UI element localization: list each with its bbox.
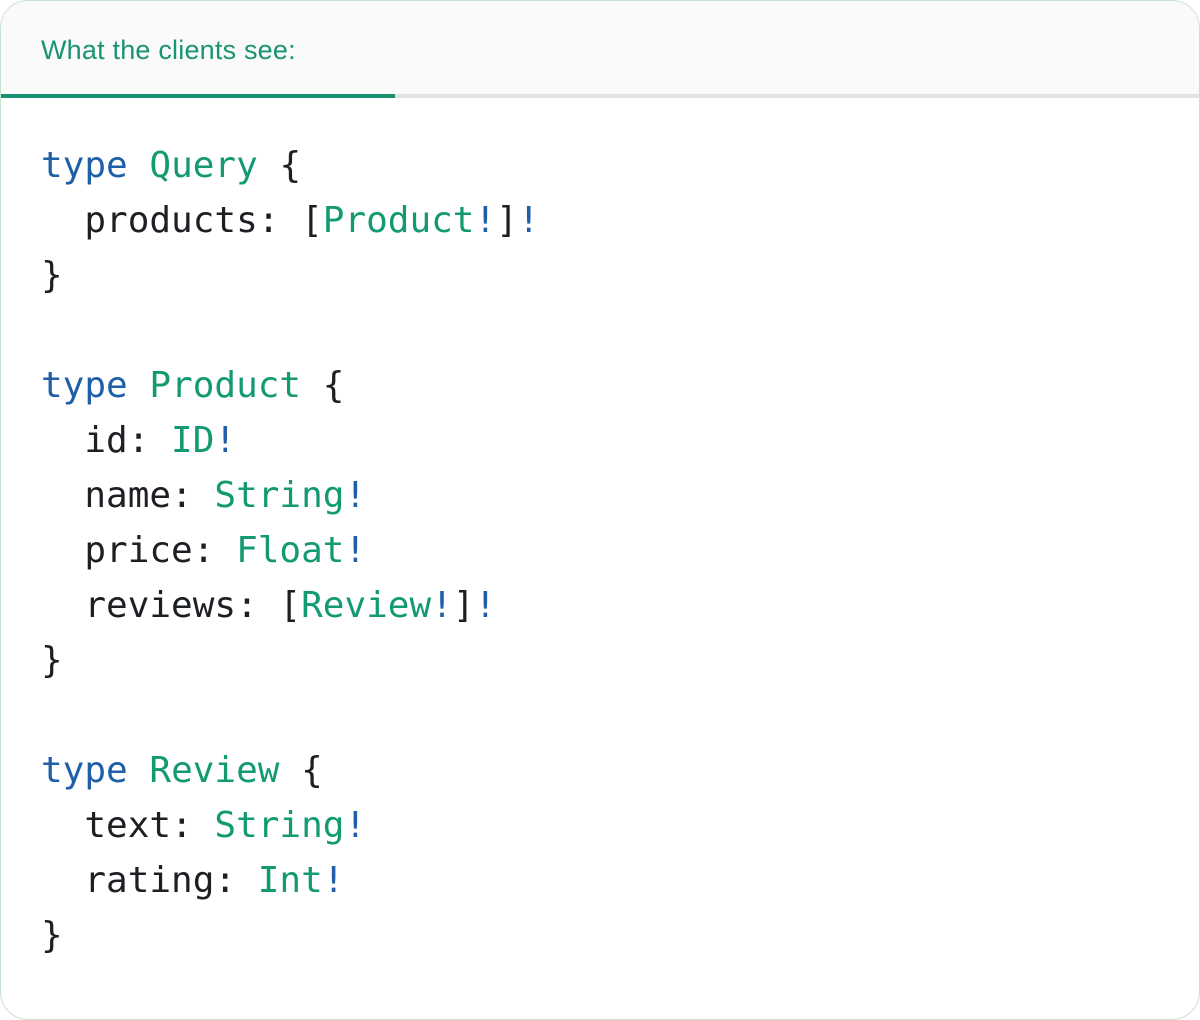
code-token-kw: type — [41, 365, 128, 406]
code-line: id: ID! — [41, 413, 1199, 468]
code-line: rating: Int! — [41, 853, 1199, 908]
code-token-bg: ! — [474, 200, 497, 241]
code-line: reviews: [Review!]! — [41, 578, 1199, 633]
code-token-pl: } — [41, 255, 63, 296]
code-token-kw: type — [41, 145, 128, 186]
code-token-pl: { — [257, 145, 302, 186]
code-token-pl — [128, 365, 150, 406]
code-token-pl: id: — [41, 420, 172, 461]
code-token-ty: Product — [322, 200, 475, 241]
code-token-pl: } — [41, 915, 63, 956]
code-token-bg: ! — [431, 585, 453, 626]
code-line: text: String! — [41, 798, 1199, 853]
code-token-bg: ! — [344, 475, 367, 516]
code-token-pl: ] — [452, 585, 475, 626]
code-token-pl: text: — [41, 805, 215, 846]
code-token-pl: price: — [41, 530, 237, 571]
code-token-bg: ! — [517, 200, 540, 241]
code-line: } — [41, 248, 1199, 303]
code-token-pl: products: [ — [41, 200, 323, 241]
code-block: type Query { products: [Product!]!} type… — [1, 98, 1199, 963]
code-token-ty: Review — [301, 585, 432, 626]
code-token-bg: ! — [322, 860, 345, 901]
code-token-ty: Float — [236, 530, 345, 571]
tab-rule — [1, 94, 1199, 98]
code-token-bg: ! — [214, 420, 237, 461]
code-token-ty: Review — [149, 750, 280, 791]
code-token-pl: name: — [41, 475, 215, 516]
code-token-pl: { — [279, 750, 323, 791]
code-token-bg: ! — [474, 585, 497, 626]
code-token-ty: Int — [257, 860, 323, 901]
active-tab-indicator — [1, 94, 395, 98]
code-token-pl — [128, 750, 150, 791]
tab-what-clients-see[interactable]: What the clients see: — [1, 29, 296, 66]
code-line: type Query { — [41, 138, 1199, 193]
code-line — [41, 303, 1199, 358]
code-token-bg: ! — [344, 805, 367, 846]
code-token-pl — [128, 145, 150, 186]
code-line: } — [41, 633, 1199, 688]
code-line: products: [Product!]! — [41, 193, 1199, 248]
code-line: price: Float! — [41, 523, 1199, 578]
code-line: type Product { — [41, 358, 1199, 413]
code-token-ty: Product — [149, 365, 302, 406]
code-line — [41, 688, 1199, 743]
code-token-bg: ! — [344, 530, 367, 571]
code-token-pl: ] — [496, 200, 518, 241]
code-token-kw: type — [41, 750, 128, 791]
code-token-ty: String — [214, 475, 345, 516]
code-line: type Review { — [41, 743, 1199, 798]
code-token-pl: reviews: [ — [41, 585, 302, 626]
tab-bar: What the clients see: — [1, 1, 1199, 94]
code-line: } — [41, 908, 1199, 963]
code-token-ty: String — [214, 805, 345, 846]
tab-label: What the clients see: — [41, 35, 296, 65]
code-token-ty: Query — [149, 145, 258, 186]
code-token-ty: ID — [171, 420, 215, 461]
code-token-pl: rating: — [41, 860, 258, 901]
code-line: name: String! — [41, 468, 1199, 523]
code-token-pl: { — [301, 365, 345, 406]
code-token-pl: } — [41, 640, 63, 681]
